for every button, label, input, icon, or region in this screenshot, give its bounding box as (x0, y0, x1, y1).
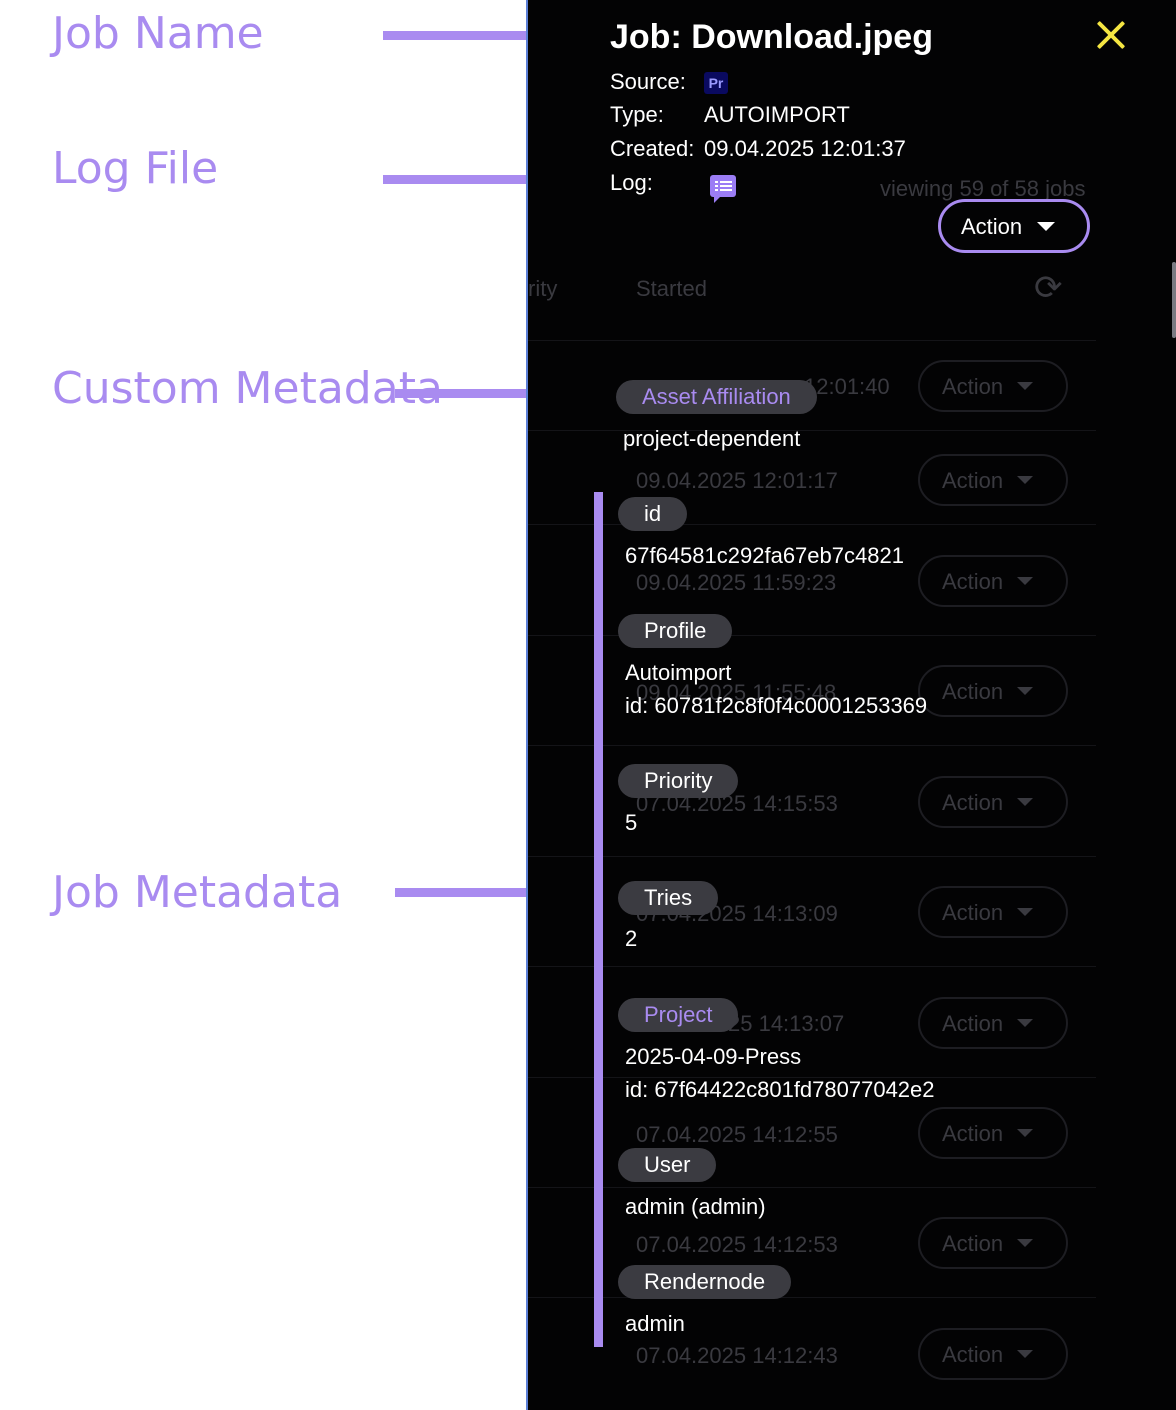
background-action-label: Action (942, 1342, 1004, 1367)
metadata-key-rendernode: Rendernode (618, 1265, 792, 1299)
scrollbar[interactable] (1172, 262, 1176, 338)
background-divider (528, 430, 1096, 431)
background-action-button: Action (918, 1217, 1068, 1269)
arrow-log-file (383, 175, 543, 184)
created-label: Created: (610, 136, 695, 161)
metadata-key-user: User (618, 1148, 717, 1182)
background-action-button: Action (918, 454, 1068, 506)
job-metadata-bar (594, 492, 603, 1347)
background-divider (528, 635, 1096, 636)
background-action-label: Action (942, 468, 1004, 493)
metadata-value-asset-affiliation: project-dependent (623, 426, 801, 451)
background-action-label: Action (942, 1011, 1004, 1036)
background-divider (528, 745, 1096, 746)
background-divider (528, 1297, 1096, 1298)
background-action-button: Action (918, 1107, 1068, 1159)
background-divider (528, 856, 1096, 857)
metadata-key-profile: Profile (618, 614, 733, 648)
caret-down-icon (1037, 222, 1055, 231)
background-divider (528, 1187, 1096, 1188)
background-row-date: 25 14:13:07 (728, 1011, 845, 1036)
background-action-label: Action (942, 569, 1004, 594)
background-action-button: Action (918, 776, 1068, 828)
metadata-value-profile-id: id: 60781f2c8f0f4c0001253369 (625, 693, 928, 718)
background-action-button: Action (918, 360, 1068, 412)
annotation-log-file: Log File (52, 143, 219, 194)
premiere-source-icon: Pr (704, 72, 728, 94)
background-action-label: Action (942, 679, 1004, 704)
background-row-date: 07.04.2025 14:12:53 (636, 1232, 838, 1257)
arrow-job-metadata (395, 888, 535, 897)
background-divider (528, 1077, 1096, 1078)
job-detail-panel: viewing 59 of 58 jobs rity Started ⟳ 12:… (526, 0, 1176, 1410)
background-row-date: 07.04.2025 14:12:55 (636, 1122, 838, 1147)
arrow-job-name (383, 31, 543, 40)
log-file-icon[interactable] (710, 175, 736, 203)
background-divider (528, 524, 1096, 525)
background-refresh-icon: ⟳ (1034, 269, 1063, 307)
metadata-value-rendernode: admin (625, 1311, 685, 1336)
background-action-button: Action (918, 997, 1068, 1049)
background-action-label: Action (942, 1121, 1004, 1146)
arrow-custom-metadata (395, 389, 543, 398)
background-row-date: 09.04.2025 12:01:17 (636, 468, 838, 493)
log-label: Log: (610, 170, 653, 195)
background-action-button: Action (918, 555, 1068, 607)
background-action-label: Action (942, 1231, 1004, 1256)
background-row-date: 07.04.2025 14:12:43 (636, 1343, 838, 1368)
created-value: 09.04.2025 12:01:37 (704, 136, 906, 161)
background-action-button: Action (918, 1328, 1068, 1380)
metadata-value-project: 2025-04-09-Press (625, 1044, 802, 1069)
background-divider (528, 340, 1096, 341)
background-row-date: 09.04.2025 11:55:48 (636, 680, 837, 705)
action-dropdown-button[interactable]: Action (938, 199, 1090, 253)
background-action-label: Action (942, 790, 1004, 815)
metadata-value-profile: Autoimport (625, 660, 732, 685)
metadata-key-tries: Tries (618, 881, 719, 915)
background-action-button: Action (918, 886, 1068, 938)
metadata-key-priority: Priority (618, 764, 739, 798)
background-row-date: 09.04.2025 11:59:23 (636, 570, 837, 595)
background-action-button: Action (918, 665, 1068, 717)
metadata-value-priority: 5 (625, 810, 638, 835)
annotation-job-name: Job Name (52, 8, 264, 59)
metadata-value-id: 67f64581c292fa67eb7c4821 (625, 543, 904, 568)
background-action-label: Action (942, 900, 1004, 925)
metadata-key-id: id (618, 497, 688, 531)
type-label: Type: (610, 102, 664, 127)
annotation-job-metadata: Job Metadata (52, 867, 343, 918)
close-icon[interactable] (1096, 20, 1126, 50)
background-viewing-count: viewing 59 of 58 jobs (880, 176, 1086, 201)
action-button-label: Action (961, 214, 1023, 239)
background-col-started: Started (636, 276, 707, 301)
metadata-value-project-id: id: 67f64422c801fd78077042e2 (625, 1077, 935, 1102)
background-divider (528, 966, 1096, 967)
metadata-key-project[interactable]: Project (618, 998, 739, 1032)
job-title: Job: Download.jpeg (610, 18, 933, 56)
metadata-value-user: admin (admin) (625, 1194, 766, 1219)
type-value: AUTOIMPORT (704, 102, 850, 127)
background-action-label: Action (942, 374, 1004, 399)
source-label: Source: (610, 69, 686, 94)
background-col-priority: rity (528, 276, 558, 301)
metadata-key-asset-affiliation[interactable]: Asset Affiliation (616, 380, 817, 414)
metadata-value-tries: 2 (625, 926, 638, 951)
background-row-date: 12:01:40 (804, 374, 890, 399)
annotation-custom-metadata: Custom Metadata (52, 363, 443, 414)
